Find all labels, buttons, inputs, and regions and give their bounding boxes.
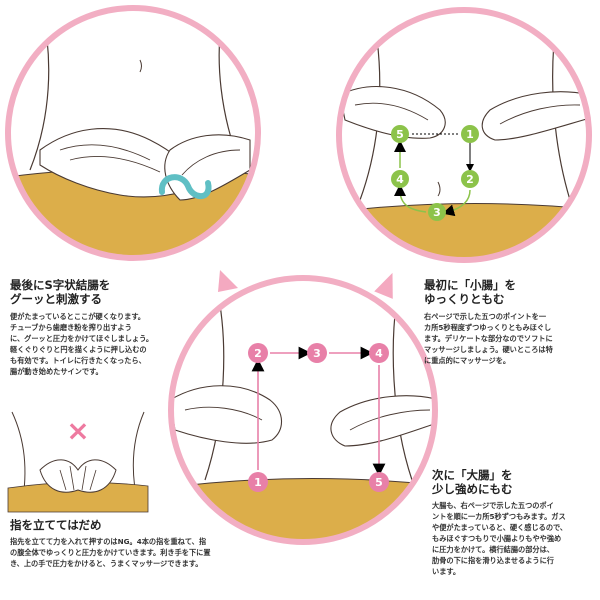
section-wrong-example: 指を立ててはだめ 指先を立てて力を入れて押すのはNG。4本の指を重ねて、指 の腹… [10, 518, 275, 569]
small-intestine-body: 右ページで示した五つのポイントを一 カ所5秒程度ずつゆっくりともみほぐし ます。… [424, 312, 553, 365]
section-small-intestine: 最初に「小腸」を ゆっくりともむ 右ページで示した五つのポイントを一 カ所5秒程… [424, 278, 596, 366]
wrong-example-title: 指を立ててはだめ [10, 518, 102, 532]
si-point-4: 4 [391, 170, 409, 188]
si-point-1: 1 [461, 125, 479, 143]
flow-arrow-to-bottom [374, 272, 393, 299]
wrong-mark: × [66, 414, 89, 447]
large-intestine-title: 次に「大腸」を 少し強めにもむ [432, 468, 513, 496]
si-point-3-label: 3 [433, 206, 441, 219]
si-point-5-label: 5 [396, 128, 404, 141]
s-colon-body: 便がたまっているとここが硬くなります。 チューブから歯磨き粉を搾り出すよう に、… [10, 312, 154, 376]
circle-small-intestine: 1 2 3 4 5 [336, 7, 592, 263]
large-intestine-body: 大腸も、右ページで示した五つのポイ ントを順に一カ所5秒ずつもみます。ガス や便… [432, 501, 568, 576]
s-colon-title: 最後にS字状結腸を グーッと刺激する [10, 278, 111, 306]
wrong-hands [39, 459, 117, 493]
li-point-4: 4 [369, 343, 389, 363]
si-point-4-label: 4 [396, 173, 404, 186]
hand-left [339, 86, 446, 139]
hand-left [171, 385, 283, 444]
li-point-5: 5 [369, 472, 389, 492]
wrong-example-panel: × [7, 408, 149, 513]
navel [437, 181, 441, 197]
si-point-2-label: 2 [466, 173, 474, 186]
large-intestine-points: 1 2 3 4 5 [248, 343, 389, 492]
hand-right [330, 395, 435, 447]
li-point-3: 3 [307, 343, 327, 363]
flow-arrow-to-top-left [218, 270, 238, 292]
li-point-5-label: 5 [375, 476, 383, 489]
small-intestine-points: 1 2 3 4 5 [391, 125, 479, 221]
si-point-5: 5 [391, 125, 409, 143]
si-point-2: 2 [461, 170, 479, 188]
circle-s-colon [5, 5, 261, 261]
s-colon-marker [158, 174, 212, 200]
li-point-3-label: 3 [313, 347, 321, 360]
si-point-1-label: 1 [466, 128, 474, 141]
wrong-example-body: 指先を立てて力を入れて押すのはNG。4本の指を重ねて、指 の腹全体でゆっくりと圧… [10, 537, 211, 568]
li-point-1: 1 [248, 472, 268, 492]
section-large-intestine: 次に「大腸」を 少し強めにもむ 大腸も、右ページで示した五つのポイ ントを順に一… [432, 468, 597, 577]
li-point-4-label: 4 [375, 347, 383, 360]
small-intestine-title: 最初に「小腸」を ゆっくりともむ [424, 278, 516, 306]
hand-right [481, 91, 589, 141]
li-point-1-label: 1 [254, 476, 262, 489]
si-point-3: 3 [428, 203, 446, 221]
section-s-colon: 最後にS字状結腸を グーッと刺激する 便がたまっているとここが硬くなります。 チ… [10, 278, 215, 377]
li-point-2: 2 [248, 343, 268, 363]
li-point-2-label: 2 [254, 347, 262, 360]
